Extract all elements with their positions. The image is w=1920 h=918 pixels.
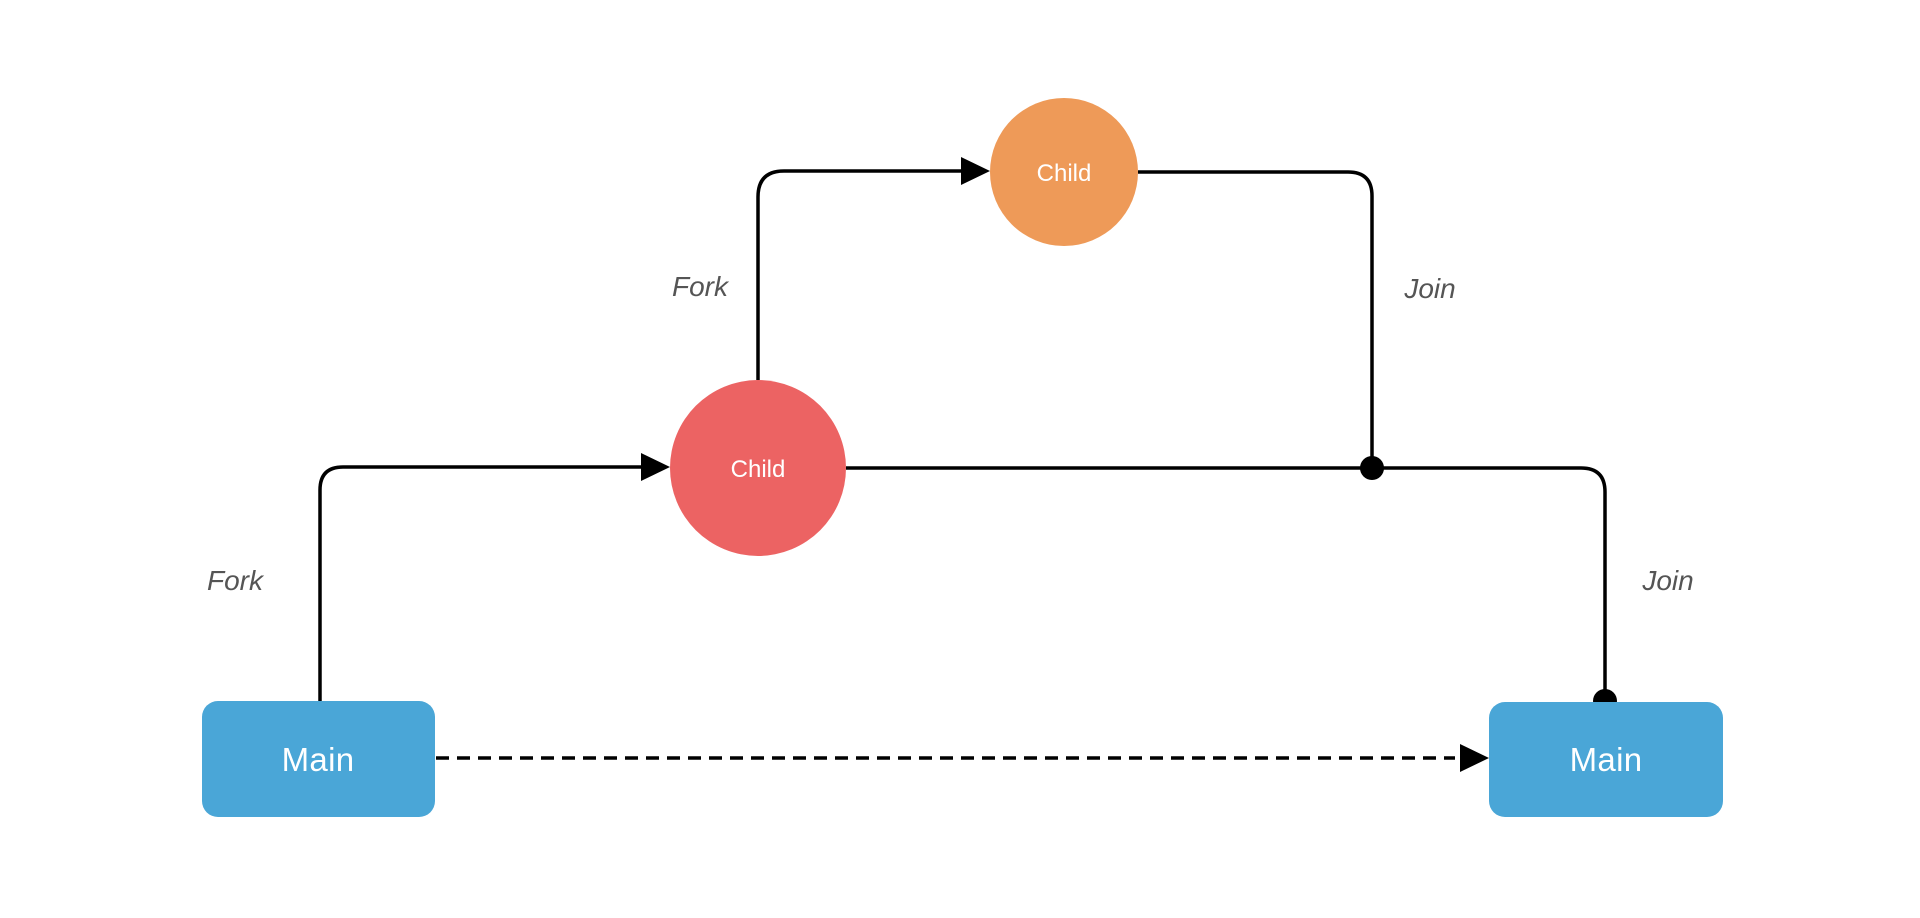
arrowhead-icon [1460, 744, 1489, 772]
edge-line [1138, 170, 1374, 460]
arrowhead-icon [641, 453, 670, 481]
node-main-left-label: Main [282, 741, 355, 778]
node-child-top[interactable]: Child [990, 98, 1138, 246]
node-child-top-label: Child [1037, 160, 1092, 187]
edge-join-child-mid-to-main-right: Join [846, 466, 1694, 713]
edge-fork-main-left-to-child-mid: Fork [207, 453, 670, 701]
node-main-left-shape[interactable] [202, 701, 435, 817]
edge-line [756, 169, 964, 380]
node-child-mid[interactable]: Child [670, 380, 846, 556]
edge-join-child-top-to-junction: Join [1138, 170, 1456, 480]
edge-fork-child-mid-to-child-top: Fork [672, 157, 990, 380]
edge-line [846, 466, 1607, 694]
node-main-left[interactable]: Main [202, 701, 435, 817]
node-child-mid-label: Child [731, 456, 786, 483]
edge-dashed-main-left-to-main-right [436, 744, 1489, 772]
edge-label-join-top: Join [1403, 273, 1455, 304]
edge-label-fork-mid: Fork [672, 271, 730, 302]
node-main-right-shape[interactable] [1489, 702, 1723, 817]
node-main-right[interactable]: Main [1489, 702, 1723, 817]
node-child-top-shape[interactable] [990, 98, 1138, 246]
arrowhead-icon [961, 157, 990, 185]
edge-line [318, 465, 644, 701]
edge-label-fork-left: Fork [207, 565, 265, 596]
edge-label-join-right: Join [1641, 565, 1693, 596]
node-main-right-label: Main [1570, 741, 1643, 778]
node-child-mid-shape[interactable] [670, 380, 846, 556]
